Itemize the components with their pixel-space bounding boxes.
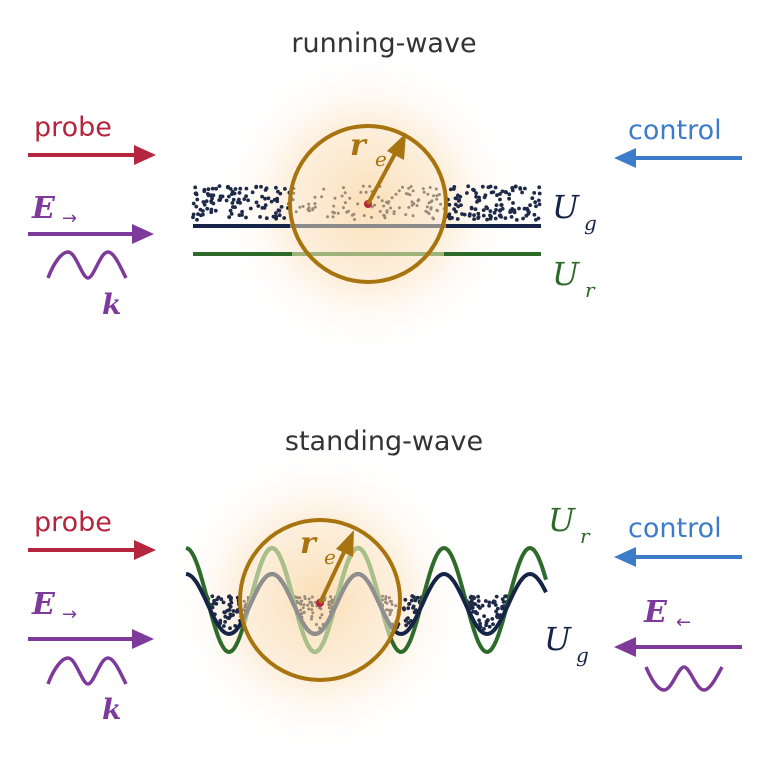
running-wave-title: running-wave (291, 28, 476, 59)
ground-atoms (191, 184, 542, 222)
field-backward-subscript: ← (676, 612, 691, 633)
control-arrow (614, 547, 742, 567)
ground-potential-subscript: g (576, 643, 589, 667)
radius-subscript: e (324, 545, 336, 569)
rydberg-potential-label: U (552, 255, 580, 293)
blockade-radius-arrow (366, 133, 406, 205)
field-e-label: E (31, 191, 56, 226)
blockade-sphere (288, 124, 448, 284)
blockade-sphere (238, 518, 402, 682)
field-backward-arrow (614, 637, 742, 657)
field-forward-label: E (31, 587, 56, 622)
ground-potential-inside (240, 571, 400, 636)
ground-potential-label: U (544, 620, 572, 658)
probe-arrow (28, 145, 156, 165)
ground-potential-subscript: g (584, 211, 597, 235)
radius-label: r (350, 128, 368, 163)
rydberg-potential-subscript: r (585, 278, 596, 302)
field-forward-arrow (28, 629, 154, 649)
running-wave-panel: running-wave probe E → k control (28, 28, 742, 354)
field-backward-label: E (643, 595, 668, 630)
standing-wave-panel: standing-wave probe E → k control E ← (28, 426, 742, 750)
radius-label: r (300, 526, 318, 561)
probe-arrow (28, 540, 156, 560)
probe-label: probe (34, 112, 112, 143)
field-forward-subscript: → (62, 604, 77, 625)
field-wave (46, 250, 128, 280)
field-forward-wave (46, 656, 128, 686)
rydberg-potential-subscript: r (580, 524, 591, 548)
field-e-subscript: → (62, 208, 77, 229)
ground-potential-label: U (552, 188, 580, 226)
field-arrow (28, 224, 154, 244)
field-backward-wave (644, 665, 724, 692)
rydberg-potential-label: U (548, 501, 576, 539)
radius-subscript: e (375, 147, 387, 171)
control-arrow (614, 148, 742, 168)
control-label: control (628, 115, 722, 146)
probe-label: probe (34, 507, 112, 538)
wavevector-label: k (102, 693, 121, 726)
control-label: control (628, 513, 722, 544)
wavevector-label: k (102, 288, 121, 321)
blockade-radius-arrow (318, 530, 354, 604)
